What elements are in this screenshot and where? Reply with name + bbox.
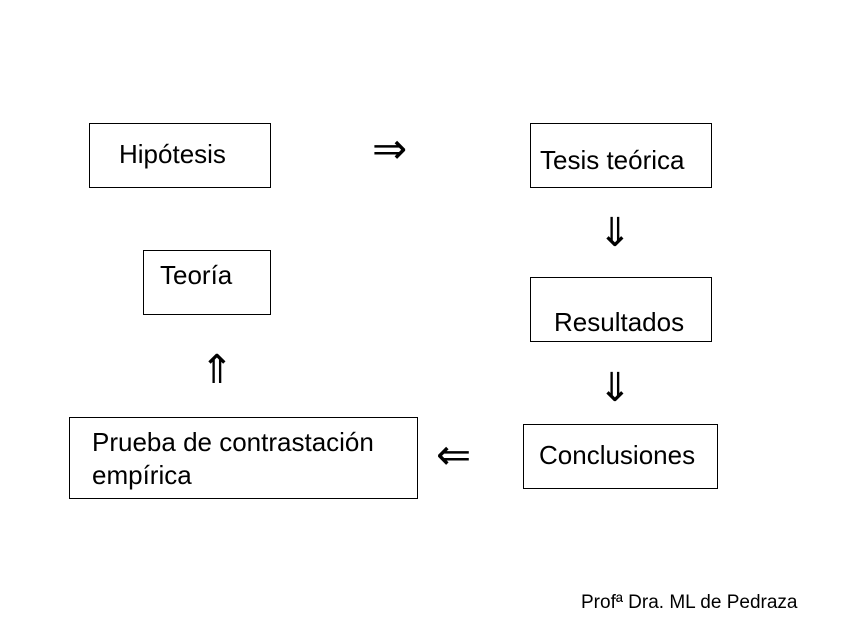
author-credit: Profª Dra. ML de Pedraza	[581, 592, 798, 613]
node-tesis-teorica-label: Tesis teórica	[540, 145, 685, 175]
node-prueba-label-line1: Prueba de contrastación	[92, 427, 374, 457]
node-prueba-label-line2: empírica	[92, 460, 192, 490]
node-hipotesis-label: Hipótesis	[119, 139, 226, 169]
node-hipotesis: Hipótesis	[89, 123, 271, 188]
node-teoria-label: Teoría	[160, 260, 233, 290]
arrow-right-icon: ⇒	[372, 124, 408, 173]
node-prueba-contrastacion: Prueba de contrastación empírica	[69, 417, 418, 499]
node-conclusiones: Conclusiones	[523, 424, 718, 489]
node-tesis-teorica: Tesis teórica	[530, 123, 712, 188]
arrow-up-icon: ⇑	[200, 347, 234, 393]
node-conclusiones-label: Conclusiones	[539, 440, 696, 470]
arrow-down-icon: ⇓	[598, 210, 632, 256]
node-teoria: Teoría	[143, 250, 271, 315]
arrow-down-icon: ⇓	[598, 365, 632, 411]
node-resultados: Resultados	[530, 277, 712, 342]
node-resultados-label: Resultados	[554, 307, 685, 337]
arrow-left-icon: ⇐	[436, 430, 472, 479]
